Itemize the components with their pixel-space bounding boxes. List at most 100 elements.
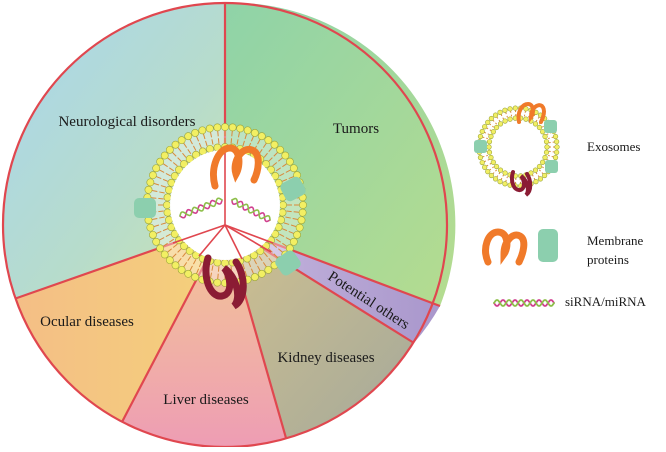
lipid-head bbox=[229, 124, 236, 131]
legend-green-protein bbox=[545, 160, 558, 173]
lipid-head bbox=[494, 125, 499, 130]
lipid-head bbox=[534, 179, 539, 184]
lipid-head bbox=[277, 146, 284, 153]
lipid-head bbox=[293, 231, 300, 238]
lipid-tail bbox=[492, 126, 493, 127]
lipid-head bbox=[265, 137, 272, 144]
lipid-head bbox=[299, 209, 306, 216]
lipid-head bbox=[153, 238, 160, 245]
lipid-head bbox=[290, 165, 297, 172]
legend-membrane-label-line2: proteins bbox=[587, 252, 629, 267]
lipid-head bbox=[544, 150, 549, 155]
lipid-head bbox=[533, 168, 538, 173]
lipid-head bbox=[149, 172, 156, 179]
lipid-tail bbox=[495, 123, 496, 124]
lipid-head bbox=[503, 119, 508, 124]
lipid-head bbox=[237, 125, 244, 132]
lipid-head bbox=[555, 145, 560, 150]
lipid-head bbox=[299, 201, 306, 208]
lipid-head bbox=[553, 155, 558, 160]
lipid-head bbox=[537, 164, 542, 169]
lipid-head bbox=[482, 124, 487, 129]
lipid-tail bbox=[158, 198, 163, 199]
lipid-head bbox=[166, 257, 173, 264]
lipid-head bbox=[554, 139, 559, 144]
lipid-head bbox=[157, 245, 164, 252]
lipid-head bbox=[498, 179, 503, 184]
lipid-tail bbox=[536, 120, 537, 121]
lipid-head bbox=[290, 238, 297, 245]
lipid-head bbox=[172, 141, 179, 148]
lipid-head bbox=[185, 133, 192, 140]
lipid-head bbox=[543, 134, 548, 139]
lipid-tail bbox=[532, 175, 533, 177]
lipid-head bbox=[485, 120, 490, 125]
lipid-head bbox=[192, 273, 199, 280]
lipid-head bbox=[540, 160, 545, 165]
lipid-tail bbox=[542, 167, 543, 168]
legend-green-protein bbox=[544, 120, 557, 133]
lipid-head bbox=[153, 165, 160, 172]
lipid-head bbox=[279, 201, 286, 208]
lipid-head bbox=[265, 266, 272, 273]
green-membrane-protein bbox=[134, 198, 156, 218]
lipid-head bbox=[513, 106, 518, 111]
lipid-head bbox=[221, 123, 228, 130]
lipid-head bbox=[178, 137, 185, 144]
lipid-head bbox=[489, 173, 494, 178]
lipid-head bbox=[494, 164, 499, 169]
lipid-head bbox=[489, 134, 494, 139]
lipid-head bbox=[296, 224, 303, 231]
lipid-head bbox=[192, 129, 199, 136]
lipid-tail bbox=[158, 211, 163, 212]
label-tumors: Tumors bbox=[333, 121, 379, 137]
lipid-head bbox=[493, 113, 498, 118]
label-ocular: Ocular diseases bbox=[40, 314, 134, 330]
lipid-head bbox=[498, 168, 503, 173]
lipid-head bbox=[478, 155, 483, 160]
lipid-head bbox=[545, 145, 550, 150]
lipid-head bbox=[503, 108, 508, 113]
lipid-tail bbox=[547, 134, 549, 135]
lipid-head bbox=[503, 181, 508, 186]
lipid-head bbox=[524, 117, 529, 122]
lipid-head bbox=[478, 134, 483, 139]
lipid-tail bbox=[542, 126, 543, 127]
lipid-head bbox=[553, 134, 558, 139]
lipid-head bbox=[487, 145, 492, 150]
legend-membrane-label-line1: Membrane bbox=[587, 233, 644, 248]
lipid-head bbox=[279, 209, 286, 216]
lipid-tail bbox=[536, 173, 537, 174]
legend-rna-icon bbox=[494, 300, 554, 306]
lipid-head bbox=[145, 186, 152, 193]
label-liver: Liver diseases bbox=[163, 392, 249, 408]
legend-exosomes-label: Exosomes bbox=[587, 139, 640, 154]
lipid-head bbox=[542, 173, 547, 178]
lipid-head bbox=[554, 150, 559, 155]
lipid-head bbox=[508, 107, 513, 112]
lipid-tail bbox=[499, 173, 500, 174]
lipid-tail bbox=[503, 175, 504, 177]
lipid-tail bbox=[499, 120, 500, 121]
lipid-head bbox=[508, 117, 513, 122]
lipid-head bbox=[164, 209, 171, 216]
lipid-tail bbox=[231, 138, 232, 143]
label-neurological: Neurological disorders bbox=[58, 114, 195, 130]
lipid-tail bbox=[488, 159, 490, 160]
legend-orange-membrane-protein-icon bbox=[486, 232, 524, 262]
lipid-tail bbox=[507, 176, 508, 178]
lipid-head bbox=[282, 152, 289, 159]
lipid-tail bbox=[507, 116, 508, 118]
lipid-head bbox=[157, 158, 164, 165]
lipid-head bbox=[166, 146, 173, 153]
lipid-head bbox=[489, 155, 494, 160]
lipid-tail bbox=[528, 116, 529, 118]
lipid-tail bbox=[294, 212, 299, 213]
lipid-head bbox=[214, 279, 221, 286]
lipid-head bbox=[298, 217, 305, 224]
lipid-tail bbox=[232, 131, 233, 136]
legend-exosome-icon bbox=[474, 104, 559, 195]
lipid-head bbox=[271, 141, 278, 148]
lipid-tail bbox=[218, 138, 219, 143]
